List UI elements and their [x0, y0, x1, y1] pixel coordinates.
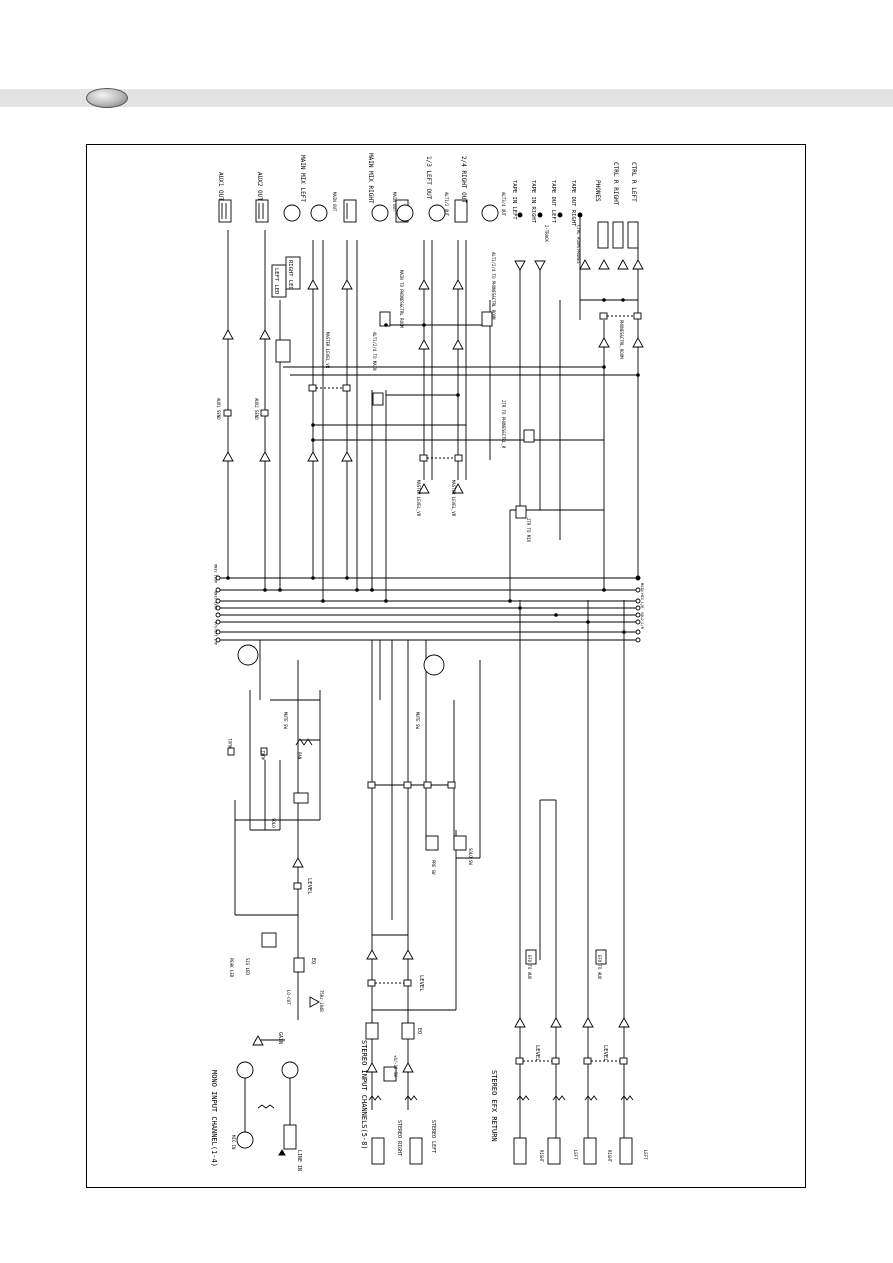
label-lo-cut-freq: 75Hz-18dB: [319, 990, 324, 1012]
label-aux1: AUX1: [228, 738, 233, 748]
label-aux2-out: AUX2 OUT: [256, 172, 263, 201]
label-bus-aux2: AUX2 SEND: [214, 591, 218, 610]
label-main-mix-right: MAIN MIX RIGHT: [367, 153, 374, 204]
label-mute-sw: MUTE SW: [283, 712, 288, 729]
label-stereo-left: STEREO LEFT: [430, 1120, 436, 1153]
label-plus4-minus10: +4/-10 SW: [393, 1055, 398, 1077]
label-bus-main: MAIN MIX L/R: [640, 583, 644, 609]
mono-channel-section: [227, 640, 321, 1156]
label-mute-sw-2: MUTE SW: [415, 712, 420, 729]
label-right: RIGHT: [539, 1150, 544, 1163]
label-stereo-right: STEREO RIGHT: [396, 1120, 402, 1156]
label-aux1-out: AUX1 OUT: [217, 172, 224, 201]
label-stereo-input: STEREO INPUT CHANNELS(5-8): [360, 1040, 368, 1150]
label-two-track: 2-TRACK: [544, 225, 549, 242]
label-alt-out-1: ALT1/2 OUT: [444, 192, 449, 217]
label-eq-2: EQ: [416, 1028, 422, 1034]
label-tape-out-right: TAPE OUT RIGHT: [570, 180, 576, 227]
label-eq: EQ: [310, 958, 316, 964]
label-gain: GAIN: [277, 1032, 283, 1044]
label-stereo-efx: STEREO EFX RETURN: [490, 1070, 498, 1142]
label-alt-to-phones: ALT1/2/4 TO PHONES&CTRL ROOM: [491, 252, 496, 320]
label-bus-alt: ALT 1/2/3/4: [214, 622, 218, 645]
page-marker-pill: [86, 88, 128, 108]
label-master-level-r: MASTER LEVEL_VR: [451, 480, 456, 517]
label-mic-in: MIC IN: [231, 1135, 236, 1150]
label-main-mix-left: MAIN MIX LEFT: [299, 155, 306, 202]
label-efx-to-aux-2: EFX TO AUX: [597, 955, 602, 980]
label-phones-ctrl-room: PHONES&CTRL_ROOM: [619, 320, 624, 359]
label-mono-input: MONO INPUT CHANNEL(1-4): [210, 1070, 218, 1167]
label-level-4: LEVEL: [602, 1045, 608, 1062]
label-tape-out-left: TAPE OUT LEFT: [550, 180, 556, 224]
label-master-level-l: MASTER LEVEL_VR: [416, 480, 421, 517]
label-aux2: AUX2: [261, 750, 266, 760]
label-level: LEVEL: [306, 878, 312, 895]
label-level-2: LEVEL: [418, 975, 424, 992]
label-sig-led: SIG LED: [245, 958, 250, 975]
label-ctrl-right: CTRL R RIGHT: [612, 162, 619, 206]
label-main-to-phones: MAIN TO PHONES&CTRL ROOM: [399, 270, 404, 328]
label-master-level-vr: MASTER LEVEL_VR: [325, 332, 330, 369]
efx-return-section: [513, 600, 634, 1165]
label-solo-sw: SOLO SW: [468, 848, 473, 865]
mix-buses: [215, 575, 641, 643]
label-alt-to-main: ALT1/2/4 TO MAIN: [372, 332, 377, 371]
label-right-led: RIGHT LED: [287, 260, 293, 290]
label-line-in: LINE IN: [296, 1150, 302, 1171]
header-band: [0, 89, 893, 107]
stereo-channel-section: [365, 640, 481, 1165]
label-bus-solo: SOLO L/R: [640, 612, 644, 630]
label-two-tr-to-mix: 2TR TO MIX: [526, 518, 531, 543]
label-bus-aux1: AUX1 SEND: [214, 564, 218, 583]
diagram-labels: AUX1 OUT AUX2 OUT MAIN MIX LEFT MAIN MIX…: [210, 153, 648, 1171]
label-left: LEFT: [573, 1150, 578, 1160]
label-alt-out-2: ALT3/4 OUT: [501, 192, 506, 217]
label-main-out-1: MAIN OUT: [332, 192, 337, 212]
label-out-24-right: 2/4 RIGHT OUT: [460, 156, 467, 203]
label-aux2-send: AUX2 SEND: [254, 398, 259, 420]
label-left-led: LEFT LED: [273, 268, 279, 295]
label-right-2: RIGHT: [607, 1150, 612, 1163]
label-main-out-2: MAIN OUT: [392, 192, 397, 212]
schematic-frame: [86, 144, 806, 1188]
label-level-3: LEVEL: [534, 1045, 540, 1062]
label-aux1-send: AUX1 SEND: [216, 398, 221, 420]
label-phones: PHONES: [594, 180, 601, 202]
label-ctrl-left: CTRL R LEFT: [630, 162, 637, 202]
label-efx-to-aux: EFX TO AUX: [527, 955, 532, 980]
label-lo-cut: LO-CUT: [286, 990, 291, 1005]
label-out-13-left: 1/3 LEFT OUT: [425, 156, 432, 200]
output-section: [218, 199, 644, 603]
label-two-tr-to-phones: 2TR TO PHONES&CTRL_R: [501, 400, 506, 449]
label-pre-sw: PRE SW: [431, 860, 436, 875]
label-ctrl-room-phones: CTRL ROOM/PHONES: [576, 225, 581, 264]
label-tape-in-left: TAPE IN LEFT: [511, 180, 517, 220]
label-pan: PAN: [297, 752, 302, 760]
label-left-2: LEFT: [643, 1150, 648, 1160]
label-solo: SOLO: [271, 818, 276, 828]
label-peak-led: PEAK LED: [229, 958, 234, 978]
label-tape-in-right: TAPE IN RIGHT: [530, 180, 536, 224]
